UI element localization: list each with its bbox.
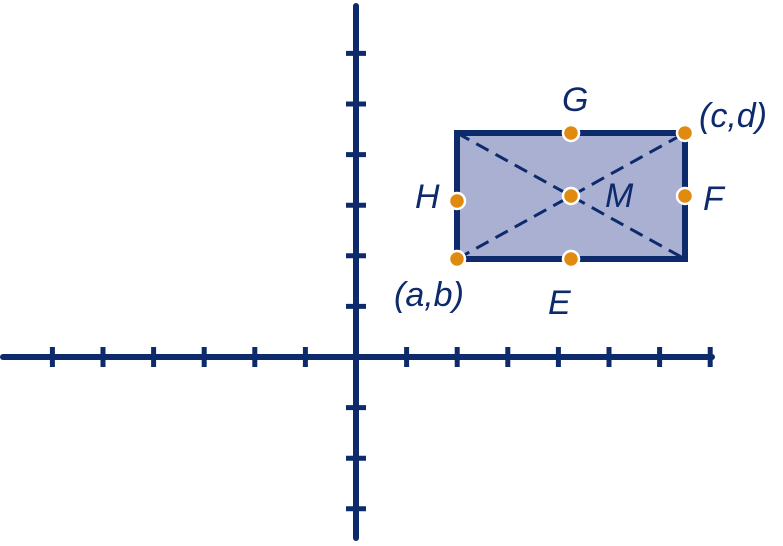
label-e: E [548, 284, 571, 322]
label-corner-cd: (c,d) [699, 97, 767, 135]
coordinate-axes [0, 3, 715, 541]
y-axis-ticks [346, 50, 366, 512]
point-corner-cd [675, 123, 695, 143]
point-m [561, 186, 581, 206]
labeled-points [447, 123, 695, 269]
label-m: M [605, 177, 634, 215]
point-e [561, 249, 581, 269]
point-f [675, 186, 695, 206]
label-h: H [415, 178, 440, 216]
label-corner-ab: (a,b) [394, 276, 464, 314]
point-h [447, 191, 467, 211]
x-axis-ticks [49, 347, 713, 367]
point-g [561, 123, 581, 143]
point-labels: (a,b) (c,d) E F G H M [394, 81, 767, 322]
label-g: G [562, 81, 588, 119]
point-corner-ab [447, 249, 467, 269]
label-f: F [703, 180, 726, 218]
